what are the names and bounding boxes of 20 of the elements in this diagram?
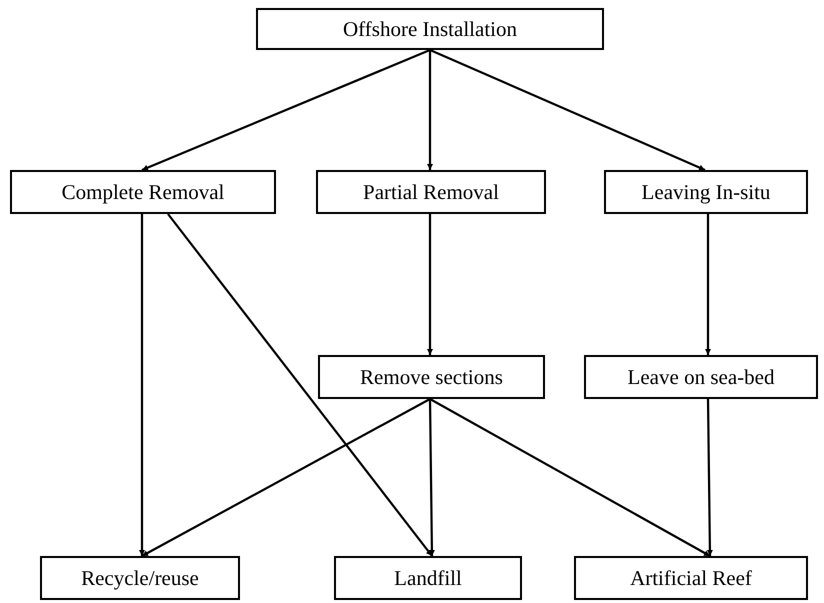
arrow (142, 48, 430, 172)
process-box: Offshore Installation (256, 8, 604, 50)
arrow (430, 49, 706, 171)
arrow (429, 398, 711, 557)
arrow (428, 398, 435, 556)
process-box: Partial Removal (316, 170, 546, 214)
process-box: Artificial Reef (574, 556, 808, 600)
process-box: Landfill (334, 556, 522, 600)
process-box: Leaving In-situ (604, 170, 808, 214)
arrow (139, 214, 145, 556)
arrow (705, 214, 711, 355)
arrow (427, 214, 433, 355)
arrow (167, 213, 433, 557)
process-box: Complete Removal (10, 170, 276, 214)
arrow (427, 50, 433, 170)
arrow (141, 398, 431, 557)
arrow (706, 398, 713, 556)
process-box: Recycle/reuse (40, 556, 240, 600)
process-box: Remove sections (318, 355, 545, 399)
process-box: Leave on sea-bed (584, 355, 818, 399)
